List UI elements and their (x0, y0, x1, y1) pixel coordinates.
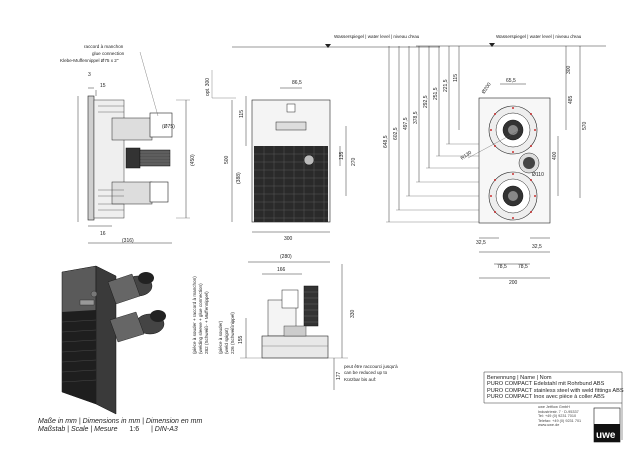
front-dim-135: 135 (339, 151, 345, 160)
title-line-1: PURO COMPACT Edelstahl mit Rohrbund ABS (487, 381, 605, 388)
title-heading: Benennung | Name | Nom (487, 375, 552, 381)
bottom-dim-177: 177 (336, 371, 342, 380)
bottom-cut-note-1: peut être raccourci jusqu'à (344, 364, 398, 369)
plan-dim-78-5a: 78,5 (497, 264, 507, 270)
water-level-label-front: Wasserspiegel | water level | niveau d'e… (334, 34, 420, 39)
title-block: Benennung | Name | Nom PURO COMPACT Edel… (487, 375, 624, 401)
bottom-note-3: 282 (Schweiß- + Muffennippel) (204, 291, 209, 354)
footer-scale-value: 1:6 (129, 426, 140, 433)
plan-dim-497-5: 497,5 (403, 117, 409, 130)
company-line-4: Telefax: +49 (0) 9231 701 (538, 418, 582, 423)
footer-format: | DIN-A3 (151, 426, 178, 433)
front-dim-270: 270 (351, 157, 357, 166)
water-level-label-plan: Wasserspiegel | water level | niveau d'e… (496, 34, 582, 39)
company-address: uwe Jetflow GmbH Industriestr. 7 · D-953… (538, 405, 581, 428)
plan-dim-78-5b: 78,5 (518, 264, 528, 270)
bottom-note-2: (welding sleeve + glue connection) (198, 283, 203, 354)
plan-dim-485: 485 (568, 95, 574, 104)
bottom-note-5: (weld spigot) (224, 327, 229, 354)
footer-units: Maße in mm | Dimensions in mm | Dimensio… (38, 418, 203, 425)
front-dim-115: 115 (239, 110, 245, 118)
bottom-view (240, 261, 348, 390)
side-dim-450: (450) (190, 154, 196, 166)
plan-dim-400: 400 (552, 151, 558, 160)
front-dim-opt300: opt. 300 (205, 78, 211, 96)
plan-dim-65-5: 65,5 (506, 78, 516, 84)
bottom-cut-note-2: can be reduced up to (344, 370, 388, 375)
uwe-logo: uwe (593, 407, 621, 443)
plan-dim-378-5: 378,5 (413, 111, 419, 124)
front-view (211, 70, 347, 233)
bottom-note-6: 226 (Schweißnippel) (230, 312, 235, 354)
plan-dim-570: 570 (582, 121, 588, 130)
side-dim-15: 15 (100, 83, 106, 89)
plan-dim-300: 300 (566, 65, 572, 74)
bottom-dim-155: 155 (238, 335, 244, 344)
side-conn-label-1: raccord à manchon (84, 44, 124, 49)
plan-dim-d110: Ø110 (532, 172, 544, 178)
bottom-dim-166: 166 (277, 267, 286, 273)
side-dim-3: 3 (88, 72, 91, 78)
side-view (77, 51, 190, 244)
company-line-1: uwe Jetflow GmbH (538, 405, 570, 409)
footer-scale-label: Maßstab | Scale | Mesure (38, 426, 118, 433)
bottom-note-1: (pièce à souder + raccord à manchon) (192, 276, 197, 354)
bottom-note-4: (pièce à souder) (218, 320, 223, 354)
front-dim-86-5: 86,5 (292, 80, 302, 86)
front-dim-500: 500 (224, 155, 230, 164)
plan-dim-221-5: 221,5 (443, 79, 449, 92)
side-dim-16: 16 (100, 231, 106, 237)
front-dim-300: 300 (284, 236, 293, 242)
bottom-dim-330: 330 (350, 309, 356, 318)
plan-dim-32-5b: 32,5 (532, 244, 542, 250)
company-line-3: Tel: +49 (0) 9231 7010 (538, 414, 577, 419)
isometric-view (61, 265, 166, 415)
plan-dim-251-5: 251,5 (433, 87, 439, 100)
company-line-2: Industriestr. 7 · D-95337 (538, 409, 579, 414)
side-dim-316: (316) (122, 238, 134, 244)
plan-dim-602-5: 602,5 (393, 127, 399, 140)
plan-dim-292-5: 292,5 (423, 95, 429, 108)
plan-dim-d200r: Ø200 (481, 82, 493, 96)
plan-dim-648-5: 648,5 (383, 135, 389, 148)
company-line-5: www.uwe.de (538, 423, 560, 428)
side-conn-label-3: Klebe-Muffennippel Ø75 x 2" (60, 58, 119, 63)
bottom-dim-280: (280) (280, 254, 292, 260)
plan-dim-115: 115 (453, 74, 459, 82)
logo-text: uwe (596, 430, 616, 441)
plan-view (386, 43, 606, 279)
plan-dim-200: 200 (509, 280, 518, 286)
title-block-frame (483, 371, 623, 440)
side-conn-label-2: glue connection (92, 51, 125, 56)
water-level-marker-front (232, 44, 440, 48)
footer-scale: Maßstab | Scale | Mesure 1:6 | DIN-A3 (38, 426, 178, 434)
plan-dim-r130: R130 (460, 150, 473, 162)
title-line-2: PURO COMPACT stainless steel with weld f… (487, 387, 624, 394)
front-dim-388: (388) (236, 172, 242, 184)
plan-dim-32-5a: 32,5 (476, 240, 486, 246)
side-dim-d75: (Ø75) (162, 124, 175, 130)
bottom-cut-note-3: Kürzbar bis auf: (344, 377, 376, 382)
title-line-3: PURO COMPACT Inox avec pièce à coller AB… (487, 394, 605, 401)
